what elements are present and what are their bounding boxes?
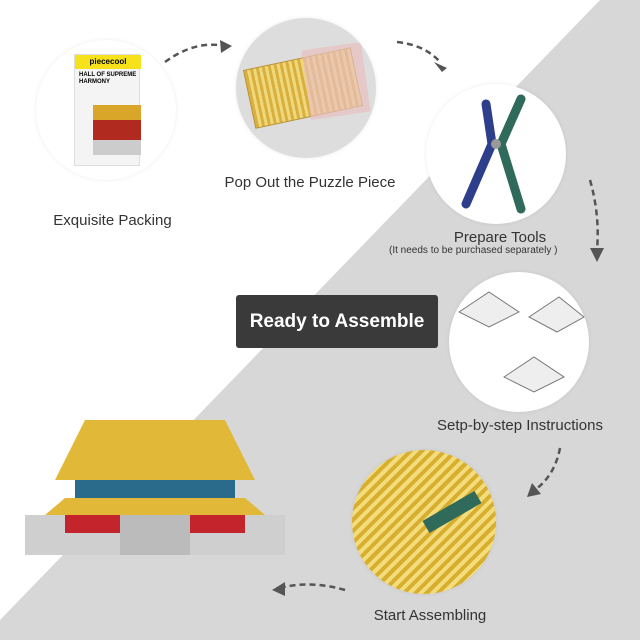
puzzle-piece-image: [236, 18, 376, 158]
instructions-image: [449, 272, 589, 412]
hall-model-image: [25, 420, 285, 555]
arrow-1-icon: [164, 43, 226, 64]
step-label-pop-out: Pop Out the Puzzle Piece: [224, 174, 396, 191]
step-label-assembling: Start Assembling: [373, 607, 487, 624]
arrow-4-icon: [534, 447, 562, 491]
arrow-3-icon: [588, 179, 599, 251]
ready-to-assemble-badge: Ready to Assemble: [236, 295, 438, 348]
step-label-instructions: Setp-by-step Instructions: [437, 417, 603, 434]
tools-note: (It needs to be purchased separately ): [389, 245, 558, 256]
tools-image: [426, 84, 566, 224]
step-label-tools: Prepare Tools: [453, 229, 547, 246]
assembling-image: [352, 450, 496, 594]
packing-image: piececool HALL OF SUPREME HARMONY: [36, 40, 176, 180]
box-title: HALL OF SUPREME HARMONY: [79, 72, 137, 85]
arrow-2-icon: [396, 40, 441, 63]
box-brand: piececool: [75, 55, 141, 69]
arrow-5-icon: [279, 583, 346, 592]
step-label-packing: Exquisite Packing: [53, 212, 172, 229]
